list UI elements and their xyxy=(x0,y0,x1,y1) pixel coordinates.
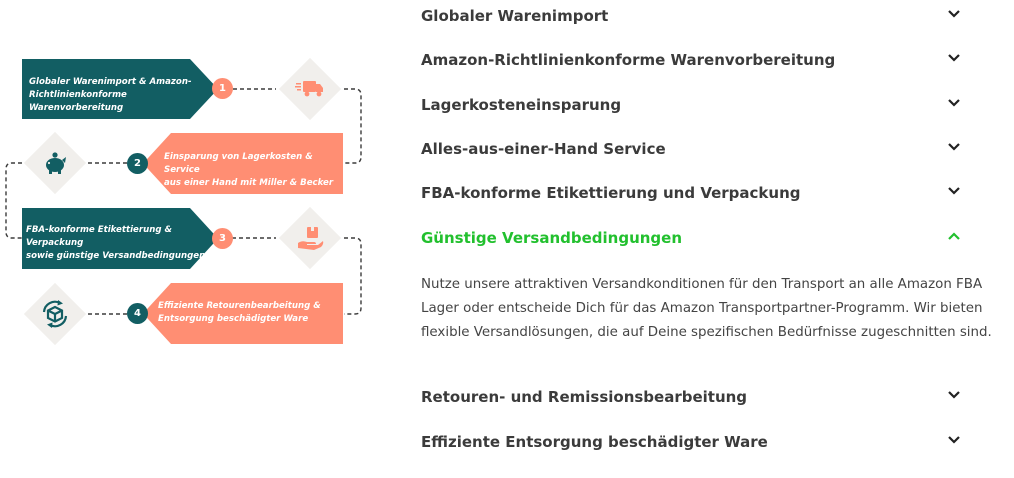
step-1-line1: Globaler Warenimport & Amazon- xyxy=(29,77,192,87)
step-4-line2: Entsorgung beschädigter Ware xyxy=(158,314,309,324)
step-3-number: 3 xyxy=(212,228,233,249)
step-3-banner-shape xyxy=(22,208,218,269)
accordion-item-service[interactable]: Alles-aus-einer-Hand Service xyxy=(421,140,966,160)
step-4-banner-shape xyxy=(143,283,343,344)
step-4-line1: Effiziente Retourenbearbeitung & xyxy=(158,301,321,311)
step-2-banner-shape xyxy=(143,133,343,194)
step-2-banner: Einsparung von Lagerkosten & Service aus… xyxy=(143,133,343,194)
accordion-title: Alles-aus-einer-Hand Service xyxy=(421,140,666,158)
delivery-truck-icon xyxy=(295,81,323,97)
step-4-label: Effiziente Retourenbearbeitung & Entsorg… xyxy=(158,300,338,326)
accordion-item-lagerkosteneinsparung[interactable]: Lagerkosteneinsparung xyxy=(421,96,966,116)
step-2-label: Einsparung von Lagerkosten & Service aus… xyxy=(164,151,342,190)
accordion-title: FBA-konforme Etikettierung und Verpackun… xyxy=(421,184,801,202)
accordion-item-versandbedingungen[interactable]: Günstige Versandbedingungen xyxy=(421,229,966,249)
step-2-number: 2 xyxy=(127,153,148,174)
chevron-down-icon[interactable] xyxy=(947,53,961,63)
chevron-down-icon[interactable] xyxy=(947,186,961,196)
accordion-title: Effiziente Entsorgung beschädigter Ware xyxy=(421,433,768,451)
step-3-line1: FBA-konforme Etikettierung & Verpackung xyxy=(26,225,172,248)
accordion-title-active: Günstige Versandbedingungen xyxy=(421,229,683,247)
hand-box-icon xyxy=(298,227,324,250)
chevron-down-icon[interactable] xyxy=(947,142,961,152)
accordion-title: Amazon-Richtlinienkonforme Warenvorberei… xyxy=(421,51,836,69)
accordion-item-etikettierung[interactable]: FBA-konforme Etikettierung und Verpackun… xyxy=(421,184,966,204)
chevron-down-icon[interactable] xyxy=(947,9,961,19)
step-3-banner: FBA-konforme Etikettierung & Verpackung … xyxy=(22,208,218,269)
step-1-number: 1 xyxy=(212,78,233,99)
step-3-line2: sowie günstige Versandbedingungen xyxy=(26,251,206,261)
diagram-connectors xyxy=(5,88,362,315)
chevron-down-icon[interactable] xyxy=(947,98,961,108)
process-diagram: Globaler Warenimport & Amazon- Richtlini… xyxy=(0,0,400,478)
accordion-title: Lagerkosteneinsparung xyxy=(421,96,622,114)
step-1-banner-shape xyxy=(22,59,218,119)
panel-text-line: Nutze unsere attraktiven Versandkonditio… xyxy=(421,277,983,292)
accordion-title: Globaler Warenimport xyxy=(421,7,609,25)
chevron-down-icon[interactable] xyxy=(947,435,961,445)
step-4-banner: Effiziente Retourenbearbeitung & Entsorg… xyxy=(143,283,343,344)
accordion-panel-versandbedingungen: Nutze unsere attraktiven Versandkonditio… xyxy=(421,273,992,345)
step-1-label: Globaler Warenimport & Amazon- Richtlini… xyxy=(29,76,209,115)
panel-text-line: Lager oder entscheide Dich für das Amazo… xyxy=(421,301,983,316)
box-recycle-icon xyxy=(42,300,68,328)
step-1-line2: Richtlinienkonforme Warenvorbereitung xyxy=(29,90,127,113)
step-2-line2: aus einer Hand mit Miller & Becker xyxy=(164,178,334,188)
step-4-number: 4 xyxy=(127,303,148,324)
accordion-item-retouren[interactable]: Retouren- und Remissionsbearbeitung xyxy=(421,388,966,408)
piggy-bank-icon xyxy=(46,152,66,174)
step-3-label: FBA-konforme Etikettierung & Verpackung … xyxy=(26,224,212,263)
step-1-banner: Globaler Warenimport & Amazon- Richtlini… xyxy=(22,59,218,119)
chevron-up-icon[interactable] xyxy=(947,231,961,241)
accordion-item-globaler-warenimport[interactable]: Globaler Warenimport xyxy=(421,7,966,27)
accordion-item-warenvorbereitung[interactable]: Amazon-Richtlinienkonforme Warenvorberei… xyxy=(421,51,966,71)
step-2-line1: Einsparung von Lagerkosten & Service xyxy=(164,152,313,175)
panel-text-line: flexible Versandlösungen, die auf Deine … xyxy=(421,325,992,340)
accordion-title: Retouren- und Remissionsbearbeitung xyxy=(421,388,748,406)
accordion-item-entsorgung[interactable]: Effiziente Entsorgung beschädigter Ware xyxy=(421,433,966,453)
chevron-down-icon[interactable] xyxy=(947,390,961,400)
